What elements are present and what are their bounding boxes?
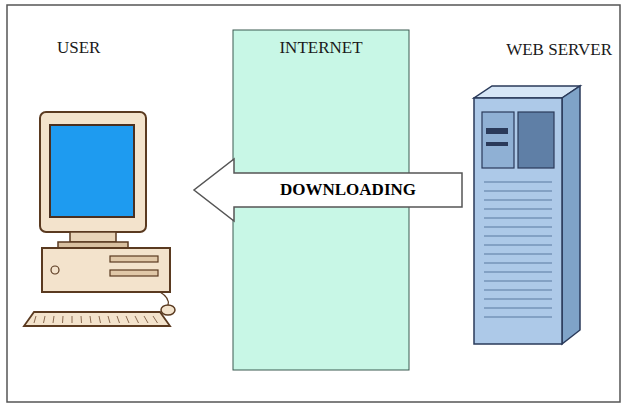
- mouse: [161, 305, 175, 315]
- mouse-cable: [160, 292, 168, 305]
- vent-line: [484, 190, 552, 191]
- vent-line: [484, 298, 552, 299]
- key-stroke: [81, 316, 83, 323]
- vent-line: [484, 316, 552, 317]
- drive-bay: [110, 270, 158, 276]
- vent-line: [484, 280, 552, 281]
- drive-slot: [486, 128, 508, 134]
- drive-panel: [482, 112, 514, 168]
- server-illustration: [462, 32, 612, 350]
- power-button: [51, 266, 59, 274]
- key-stroke: [72, 316, 73, 323]
- drive-bay: [110, 256, 158, 262]
- vent-line: [484, 235, 552, 236]
- desktop-case: [42, 248, 170, 292]
- key-stroke: [126, 316, 129, 323]
- monitor: [40, 112, 146, 232]
- computer-illustration: [20, 30, 190, 330]
- vent-line: [484, 262, 552, 263]
- key-stroke: [44, 316, 46, 323]
- monitor-stand: [70, 232, 116, 242]
- key-stroke: [62, 316, 64, 323]
- vent-line: [484, 226, 552, 227]
- drive-slot: [486, 142, 508, 146]
- server-front: [474, 98, 562, 344]
- node-label: WEB SERVER: [462, 40, 616, 60]
- display-panel: [518, 112, 554, 168]
- vent-line: [484, 307, 552, 308]
- vent-line: [484, 289, 552, 290]
- vent-line: [484, 199, 552, 200]
- key-stroke: [153, 316, 158, 323]
- vent-line: [484, 217, 552, 218]
- key-stroke: [90, 316, 91, 323]
- screen: [50, 125, 134, 217]
- vent-line: [484, 271, 552, 272]
- key-stroke: [117, 316, 120, 323]
- key-stroke: [53, 316, 54, 323]
- keyboard: [24, 312, 170, 326]
- frame: [7, 5, 620, 402]
- vent-line: [484, 181, 552, 182]
- vent-line: [484, 244, 552, 245]
- key-stroke: [108, 316, 110, 323]
- user-computer: USER: [20, 30, 194, 330]
- web-server: WEB SERVER: [462, 32, 616, 350]
- key-stroke: [144, 316, 148, 323]
- server-side: [562, 86, 580, 344]
- key-stroke: [99, 316, 101, 323]
- key-stroke: [34, 316, 36, 323]
- internet-band: INTERNET: [233, 30, 409, 370]
- vent-line: [484, 208, 552, 209]
- vent-line: [484, 253, 552, 254]
- key-stroke: [135, 316, 139, 323]
- node-label: USER: [20, 38, 194, 58]
- arrow-label: DOWNLOADING: [278, 180, 418, 200]
- block-arrow: [194, 159, 462, 221]
- node-label: INTERNET: [233, 38, 409, 58]
